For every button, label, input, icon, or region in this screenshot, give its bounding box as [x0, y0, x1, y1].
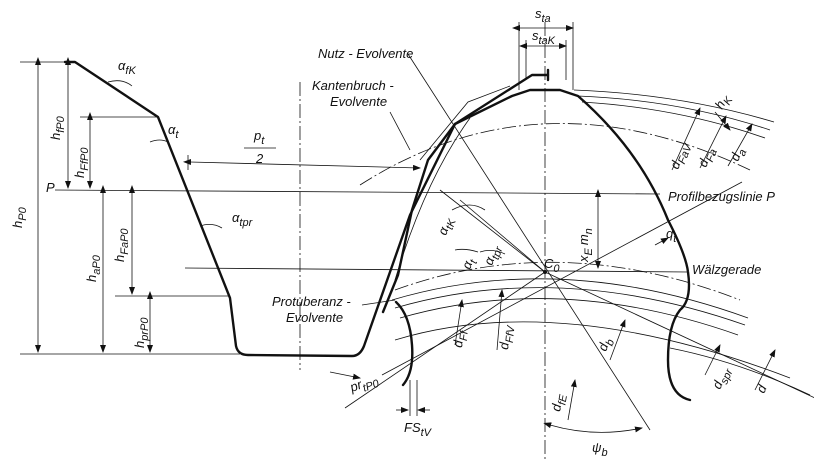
- label-pt: pt: [253, 128, 265, 147]
- label-h-prp0: hprP0: [132, 317, 151, 348]
- top-dimensions: [512, 22, 574, 90]
- label-d-a: da: [727, 145, 750, 165]
- label-h-fap0: hFaP0: [112, 228, 131, 262]
- root-circle-arc-1: [391, 278, 749, 319]
- dim-pt-half: [183, 159, 421, 171]
- arrow-h-k: [714, 111, 731, 131]
- root-circle-arc-2: [394, 287, 746, 326]
- label-alpha-tpr2: αtpr: [481, 242, 506, 269]
- gear-tooth: [381, 85, 811, 402]
- leader-protub: [361, 299, 396, 306]
- label-h-p0: hP0: [10, 206, 29, 228]
- root-circle-arc-3: [399, 298, 739, 336]
- nutz-evolvente-curve: [394, 117, 471, 281]
- arrow-q-t: [654, 237, 669, 246]
- label-d-ff: dFf: [450, 329, 471, 349]
- point-c0: [543, 270, 547, 274]
- arrow-d-fa: [699, 115, 727, 169]
- kantenbruch-chamfer: [419, 85, 511, 161]
- label-psi-b: ψb: [592, 440, 608, 459]
- arc-alpha-t2: [454, 248, 479, 253]
- tip-circle-arc-3: [581, 101, 766, 139]
- label-kantenbruch-1: Kantenbruch -: [312, 78, 394, 93]
- label-d-ffv: dFfV: [496, 323, 518, 351]
- arc-alpha-fk: [107, 80, 133, 87]
- leader-kanten: [389, 111, 411, 151]
- left-dimensions: [20, 57, 421, 355]
- arc-psi-b: [543, 422, 643, 433]
- label-h-ffp0: hFfP0: [72, 147, 91, 178]
- label-h-ap0: haP0: [84, 254, 103, 282]
- diameter-arrows: [107, 80, 776, 433]
- label-d-fav: dFaV: [667, 139, 696, 173]
- label-d-spr: dspr: [709, 363, 736, 393]
- label-alpha-fk: αfK: [118, 58, 136, 77]
- arrow-d-a: [727, 123, 753, 167]
- radial-line-2: [344, 271, 546, 409]
- tool-profile: [63, 60, 550, 358]
- left-root-fillet: [394, 300, 414, 387]
- tip-circle-arc-2: [573, 89, 775, 123]
- radial-line-4: [459, 199, 546, 273]
- arrow-d: [754, 349, 776, 391]
- d-circle-arc: [669, 347, 811, 396]
- arc-alpha-tk: [451, 204, 486, 211]
- label-fs-tv: FStV: [404, 420, 433, 439]
- label-s-ta: sta: [535, 6, 551, 25]
- label-walzgerade: Wälzgerade: [692, 262, 761, 277]
- label-p-left: P: [46, 180, 55, 195]
- pitch-line: [184, 267, 689, 273]
- base-circle-arc: [394, 321, 791, 379]
- nutz-leader-line: [407, 53, 651, 431]
- label-profilbezugslinie: Profilbezugslinie P: [668, 189, 775, 204]
- tip-circle-arc-dash: [359, 123, 751, 186]
- labels: sta staK Nutz - Evolvente Kantenbruch - …: [10, 6, 775, 459]
- arrow-pr-tp0: [329, 371, 361, 380]
- label-xe-mn: xEmn: [576, 228, 595, 263]
- arrow-d-ffv: [496, 289, 505, 351]
- arc-alpha-tpr2: [479, 250, 506, 255]
- label-alpha-t: αt: [168, 122, 179, 141]
- label-protuberanz-1: Protuberanz -: [272, 294, 351, 309]
- arrow-d-b: [609, 319, 626, 361]
- label-nutz-evolvente: Nutz - Evolvente: [318, 46, 413, 61]
- label-d: d: [753, 382, 770, 395]
- reference-lines: [54, 22, 814, 462]
- label-s-tak: staK: [532, 28, 556, 47]
- arrow-d-fav: [671, 107, 701, 171]
- arc-alpha-tpr: [199, 224, 223, 229]
- label-d-fa: dFa: [695, 145, 720, 171]
- label-alpha-tk: αtK: [435, 215, 459, 239]
- label-h-fp0: hfP0: [48, 115, 67, 140]
- label-c0: C0: [544, 256, 560, 275]
- arc-alpha-t: [149, 139, 169, 143]
- label-d-fe: dfE: [548, 392, 570, 413]
- radial-line-1: [544, 271, 814, 398]
- label-pr-tp0: prtP0: [347, 371, 382, 399]
- arrow-d-ff: [454, 299, 464, 346]
- arrow-d-fe: [567, 379, 577, 421]
- arrow-d-spr: [704, 344, 721, 376]
- label-d-b: db: [595, 335, 617, 354]
- profile-reference-line: [54, 189, 661, 195]
- gear-tooth-outline: [381, 88, 692, 402]
- label-alpha-t2: αt: [459, 255, 481, 272]
- label-h-k: hK: [712, 91, 736, 114]
- rack-tooth-outline: [63, 60, 550, 358]
- line-of-action: [381, 181, 743, 376]
- label-protuberanz-2: Evolvente: [286, 310, 343, 325]
- label-q-t: qt: [666, 226, 677, 245]
- label-pt-denominator: 2: [255, 151, 264, 166]
- radial-line-3: [439, 189, 546, 273]
- tip-circle-arc-1: [577, 95, 771, 131]
- root-circle-arc-dash: [394, 261, 741, 301]
- label-alpha-tpr: αtpr: [232, 210, 254, 229]
- label-kantenbruch-2: Evolvente: [330, 94, 387, 109]
